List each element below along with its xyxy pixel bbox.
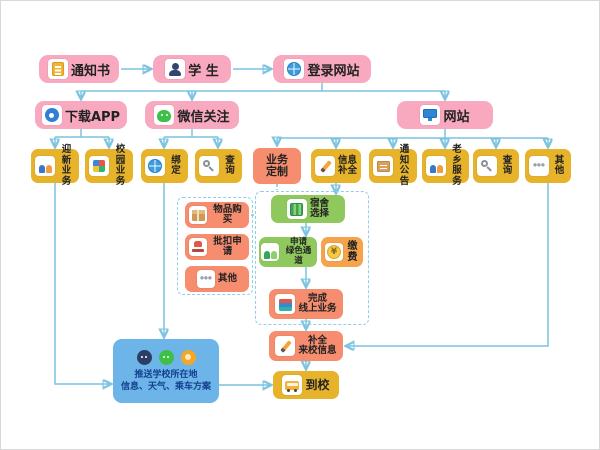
- node-label: 校园 业务: [115, 144, 126, 187]
- node-info-complete: 信息 补全: [311, 149, 361, 183]
- node-label: 补全 来校信息: [298, 334, 337, 356]
- moneybag-icon: [325, 243, 343, 261]
- books-icon: [275, 294, 296, 314]
- connector-push-flow: [54, 183, 270, 385]
- node-label: 物品购买: [213, 203, 242, 225]
- node-complete-arrival-info: 补全 来校信息: [269, 331, 343, 361]
- search-icon: [477, 156, 497, 176]
- board-icon: [373, 156, 393, 176]
- node-label: 其他: [554, 154, 565, 176]
- student-icon: [165, 59, 186, 79]
- node-label: 完成 线上业务: [298, 292, 337, 314]
- custom-group-region: [177, 197, 253, 295]
- globe-icon: [145, 156, 165, 176]
- connector-app-branch: [55, 129, 109, 146]
- node-label: 业务 定制: [266, 153, 288, 178]
- node-campus-biz: 校园 业务: [85, 144, 133, 186]
- node-website: 网站: [397, 101, 493, 129]
- wechat-icon: [154, 105, 175, 125]
- node-green-channel: 申请 绿色通道: [259, 237, 317, 267]
- wechat-icon: [158, 349, 174, 365]
- node-goods-purchase: 物品购买: [185, 202, 249, 228]
- node-label: 信息 补全: [338, 154, 358, 176]
- node-notice-letter: 通知书: [39, 55, 119, 83]
- node-label: 查询: [502, 154, 513, 176]
- node-label: 通知 公告: [399, 144, 410, 187]
- node-pay-fee: 缴费: [321, 237, 363, 267]
- node-label: 下载APP: [64, 109, 121, 125]
- online-group-region: [255, 191, 369, 325]
- node-label: 推送学校所在地 信息、天气、乘车方案: [120, 369, 211, 392]
- node-label: 查询: [225, 154, 235, 176]
- node-label: 申请 绿色通道: [285, 236, 312, 266]
- node-label: 网站: [443, 109, 470, 125]
- connector-website-branch: [277, 129, 548, 146]
- node-download-app: 下载APP: [35, 101, 127, 129]
- node-label: 微信关注: [177, 109, 230, 125]
- node-label: 迎新 业务: [61, 144, 72, 187]
- node-custom-other: 其他: [185, 266, 249, 292]
- app-icon: [41, 105, 62, 125]
- green-people-icon: [261, 243, 279, 261]
- node-web-other: 其他: [525, 149, 571, 183]
- monitor-icon: [420, 105, 441, 125]
- connector-wechat-branch: [164, 129, 218, 146]
- node-label: 学 生: [188, 63, 219, 79]
- node-label: 老乡 服务: [452, 144, 462, 187]
- people-icon: [35, 156, 55, 176]
- node-wechat-query: 查询: [195, 149, 242, 183]
- node-label: 缴费: [347, 241, 358, 263]
- node-push-info: 推送学校所在地 信息、天气、乘车方案: [113, 339, 219, 403]
- pencil-icon: [275, 336, 296, 356]
- node-arrive-school: 到校: [273, 371, 339, 399]
- search-icon: [199, 156, 219, 176]
- node-label: 宿舍 选择: [309, 197, 329, 219]
- connector-login-branch: [81, 83, 445, 98]
- globe-icon: [284, 59, 305, 79]
- node-finish-online: 完成 线上业务: [269, 289, 343, 319]
- document-icon: [47, 59, 68, 79]
- node-biz-custom: 业务 定制: [253, 148, 301, 184]
- sun-icon: [180, 349, 196, 365]
- bunk-icon: [286, 199, 307, 219]
- stamp-icon: [189, 238, 207, 256]
- node-label: 登录网站: [307, 63, 360, 79]
- node-label: 其他: [217, 272, 237, 284]
- node-label: 批扣申请: [213, 235, 242, 257]
- ellipsis-icon: [196, 270, 215, 288]
- chat-icon: [136, 349, 152, 365]
- grid-icon: [89, 156, 109, 176]
- node-bind: 绑定: [141, 149, 188, 183]
- bus-icon: [282, 375, 303, 395]
- node-batch-deduction: 批扣申请: [185, 234, 249, 260]
- node-notices: 通知 公告: [369, 144, 417, 186]
- pencil-icon: [315, 156, 335, 176]
- node-label: 到校: [305, 377, 330, 392]
- node-login-site: 登录网站: [273, 55, 371, 83]
- node-label: 通知书: [70, 63, 110, 79]
- node-welcome-biz: 迎新 业务: [31, 144, 79, 186]
- node-label: 绑定: [171, 154, 181, 176]
- package-icon: [189, 206, 207, 224]
- people-icon: [426, 156, 446, 176]
- push-icons: [136, 349, 196, 365]
- node-wechat-follow: 微信关注: [145, 101, 239, 129]
- node-student: 学 生: [153, 55, 231, 83]
- connector-online-flow: [251, 183, 549, 368]
- node-hometown-service: 老乡 服务: [422, 144, 469, 186]
- node-web-query: 查询: [473, 149, 519, 183]
- node-dorm-select: 宿舍 选择: [271, 195, 345, 223]
- ellipsis-icon: [529, 156, 549, 176]
